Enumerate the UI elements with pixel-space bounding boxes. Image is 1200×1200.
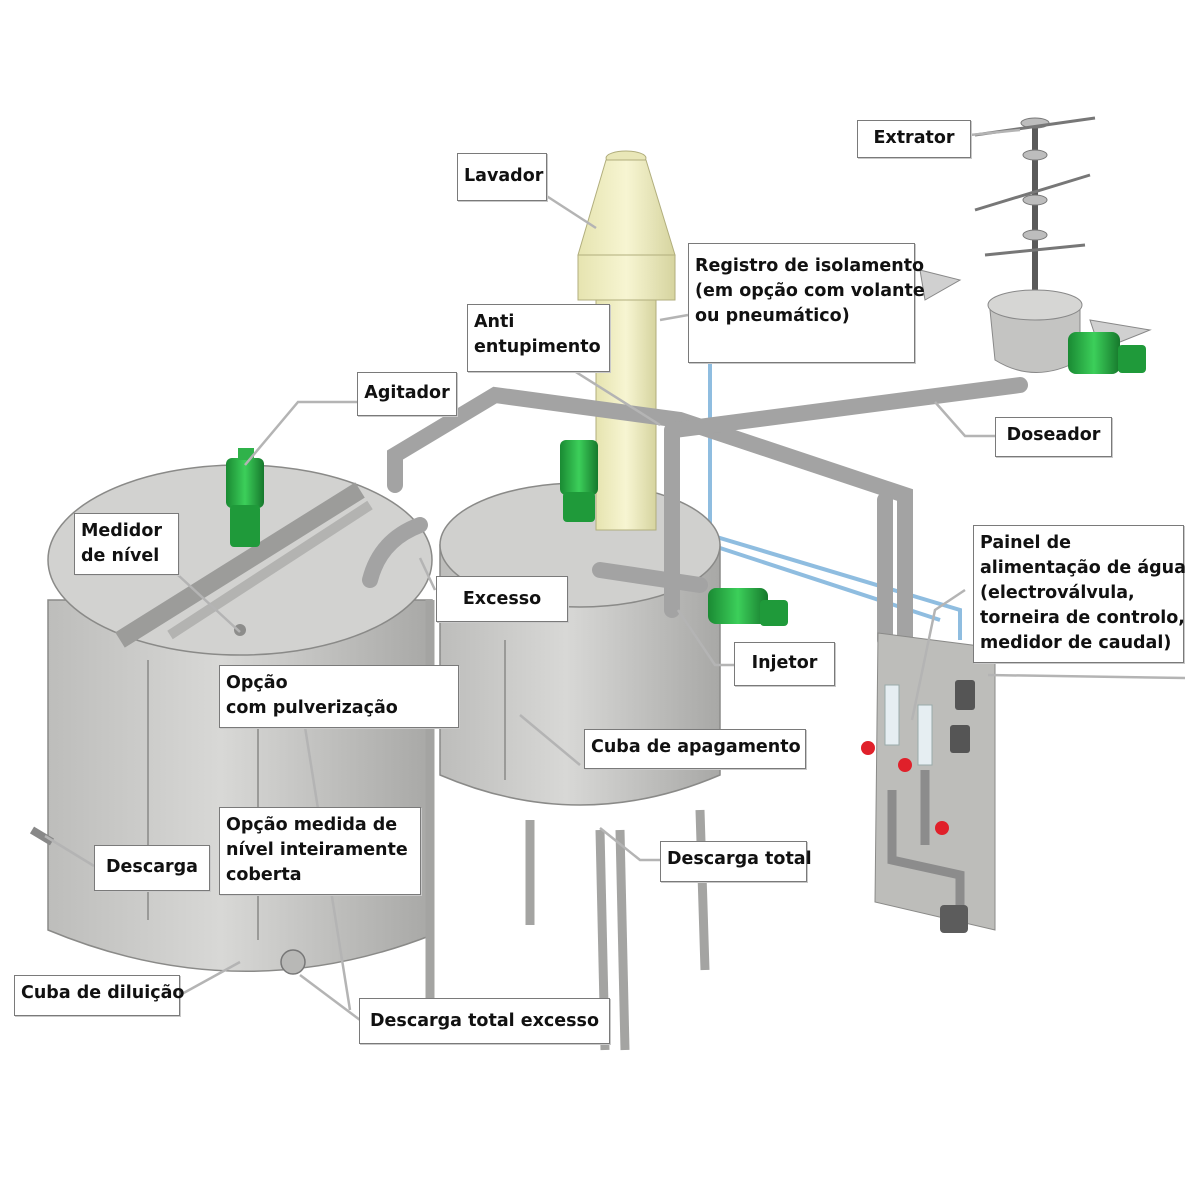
label-lavador: Lavador: [457, 153, 547, 201]
label-excesso: Excesso: [436, 576, 568, 622]
label-injetor: Injetor: [734, 642, 835, 686]
leader-lines: [44, 128, 1186, 1021]
label-cuba-apagamento: Cuba de apagamento: [584, 729, 806, 769]
valve-icon: [861, 741, 875, 755]
label-painel-alimentacao: Painel de alimentação de água (electrová…: [973, 525, 1186, 663]
pipework: [362, 377, 1028, 648]
label-descarga: Descarga: [94, 845, 210, 891]
label-doseador: Doseador: [995, 417, 1112, 457]
label-medidor-nivel: Medidor de nível: [74, 513, 179, 575]
motor-icon: [560, 440, 598, 522]
label-extrator: Extrator: [857, 120, 971, 158]
motor-icon: [1068, 332, 1146, 374]
label-descarga-total-excesso: Descarga total excesso: [359, 998, 610, 1044]
water-supply-panel: [874, 632, 996, 933]
extractor: [974, 116, 1096, 305]
label-anti-entupimento: Anti entupimento: [467, 304, 610, 372]
motor-icon: [708, 588, 788, 626]
label-registro-isolamento: Registro de isolamento (em opção com vol…: [688, 243, 925, 363]
motor-icon: [226, 448, 264, 547]
label-cuba-diluicao: Cuba de diluição: [14, 975, 184, 1016]
label-agitador: Agitador: [357, 372, 457, 416]
valve-icon: [935, 821, 949, 835]
label-opcao-pulverizacao: Opção com pulverização: [219, 665, 459, 728]
label-descarga-total: Descarga total: [660, 841, 812, 882]
valve-icon: [898, 758, 912, 772]
label-opcao-medida-nivel: Opção medida de nível inteiramente cober…: [219, 807, 421, 895]
